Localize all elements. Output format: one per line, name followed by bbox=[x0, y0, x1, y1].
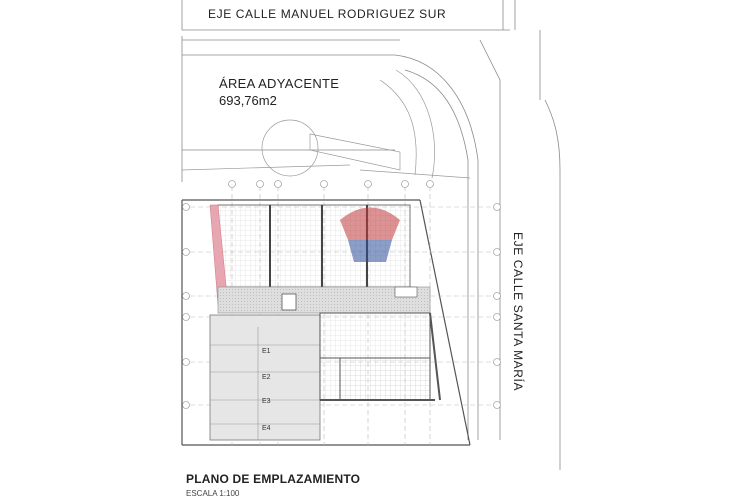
parking-stalls bbox=[210, 327, 320, 440]
parking-label-e3: E3 bbox=[262, 398, 271, 405]
remax-watermark bbox=[340, 207, 400, 262]
lower-units bbox=[319, 312, 441, 401]
street-lines-top bbox=[181, 0, 510, 182]
street-label-right: EJE CALLE SANTA MARÍA bbox=[511, 232, 525, 392]
street-label-top: EJE CALLE MANUEL RODRIGUEZ SUR bbox=[208, 7, 447, 21]
adjacent-area-value: 693,76m2 bbox=[219, 93, 277, 108]
plan-scale: ESCALA 1:100 bbox=[186, 489, 240, 498]
grid-bubbles bbox=[182, 180, 501, 409]
plan-title: PLANO DE EMPLAZAMIENTO bbox=[186, 472, 361, 486]
parking-label-e4: E4 bbox=[262, 425, 271, 432]
adjacent-area-title: ÁREA ADYACENTE bbox=[219, 76, 340, 91]
parking-label-e1: E1 bbox=[262, 348, 271, 355]
adjacent-area-shapes bbox=[181, 69, 471, 179]
parking-label-e2: E2 bbox=[262, 374, 271, 381]
site-boundary bbox=[181, 199, 471, 446]
parking-area bbox=[209, 314, 321, 441]
street-lines-right bbox=[394, 0, 561, 470]
stair bbox=[281, 293, 297, 311]
